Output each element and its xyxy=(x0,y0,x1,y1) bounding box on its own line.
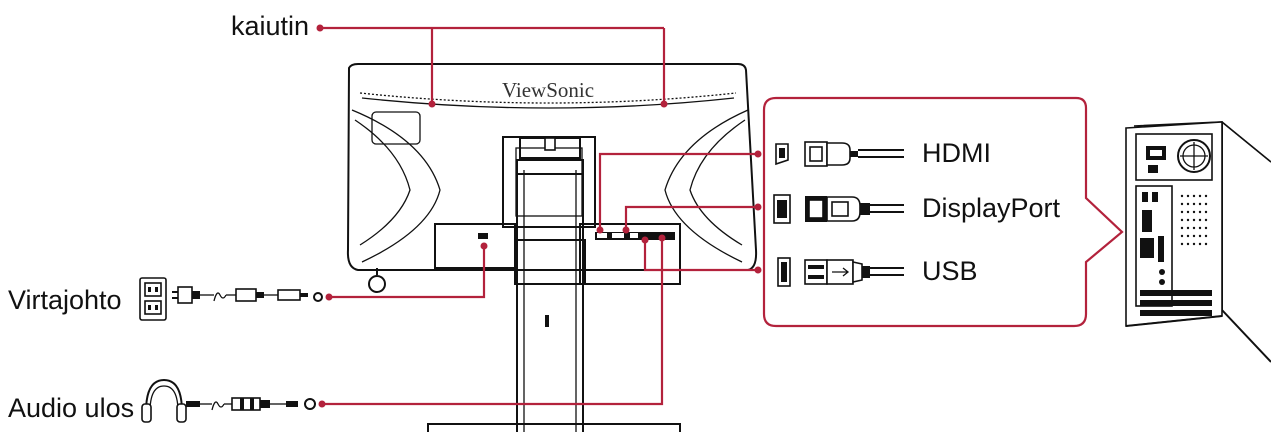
audio-callout xyxy=(318,234,666,408)
power-plug-icon xyxy=(172,286,323,304)
speaker-label: kaiutin xyxy=(231,11,310,41)
power-callout xyxy=(325,242,488,301)
hdmi-cable-icon xyxy=(775,141,904,167)
port-label-hdmi: HDMI xyxy=(922,138,991,168)
port-callout-box xyxy=(596,96,1124,328)
audio-out-label: Audio ulos xyxy=(8,393,135,423)
port-label-displayport: DisplayPort xyxy=(922,193,1061,223)
power-outlet-icon xyxy=(139,277,167,321)
brand-logo: ViewSonic xyxy=(502,78,594,102)
displayport-cable-icon xyxy=(773,194,904,224)
monitor-back xyxy=(346,63,758,432)
pc-tower-icon xyxy=(1125,121,1271,363)
usb-cable-icon xyxy=(777,257,904,287)
port-label-usb: USB xyxy=(922,256,978,286)
power-cord-label: Virtajohto xyxy=(8,285,122,315)
headphones-icon xyxy=(141,378,187,423)
speaker-callout xyxy=(316,24,668,108)
audio-jack-icon xyxy=(186,397,316,411)
